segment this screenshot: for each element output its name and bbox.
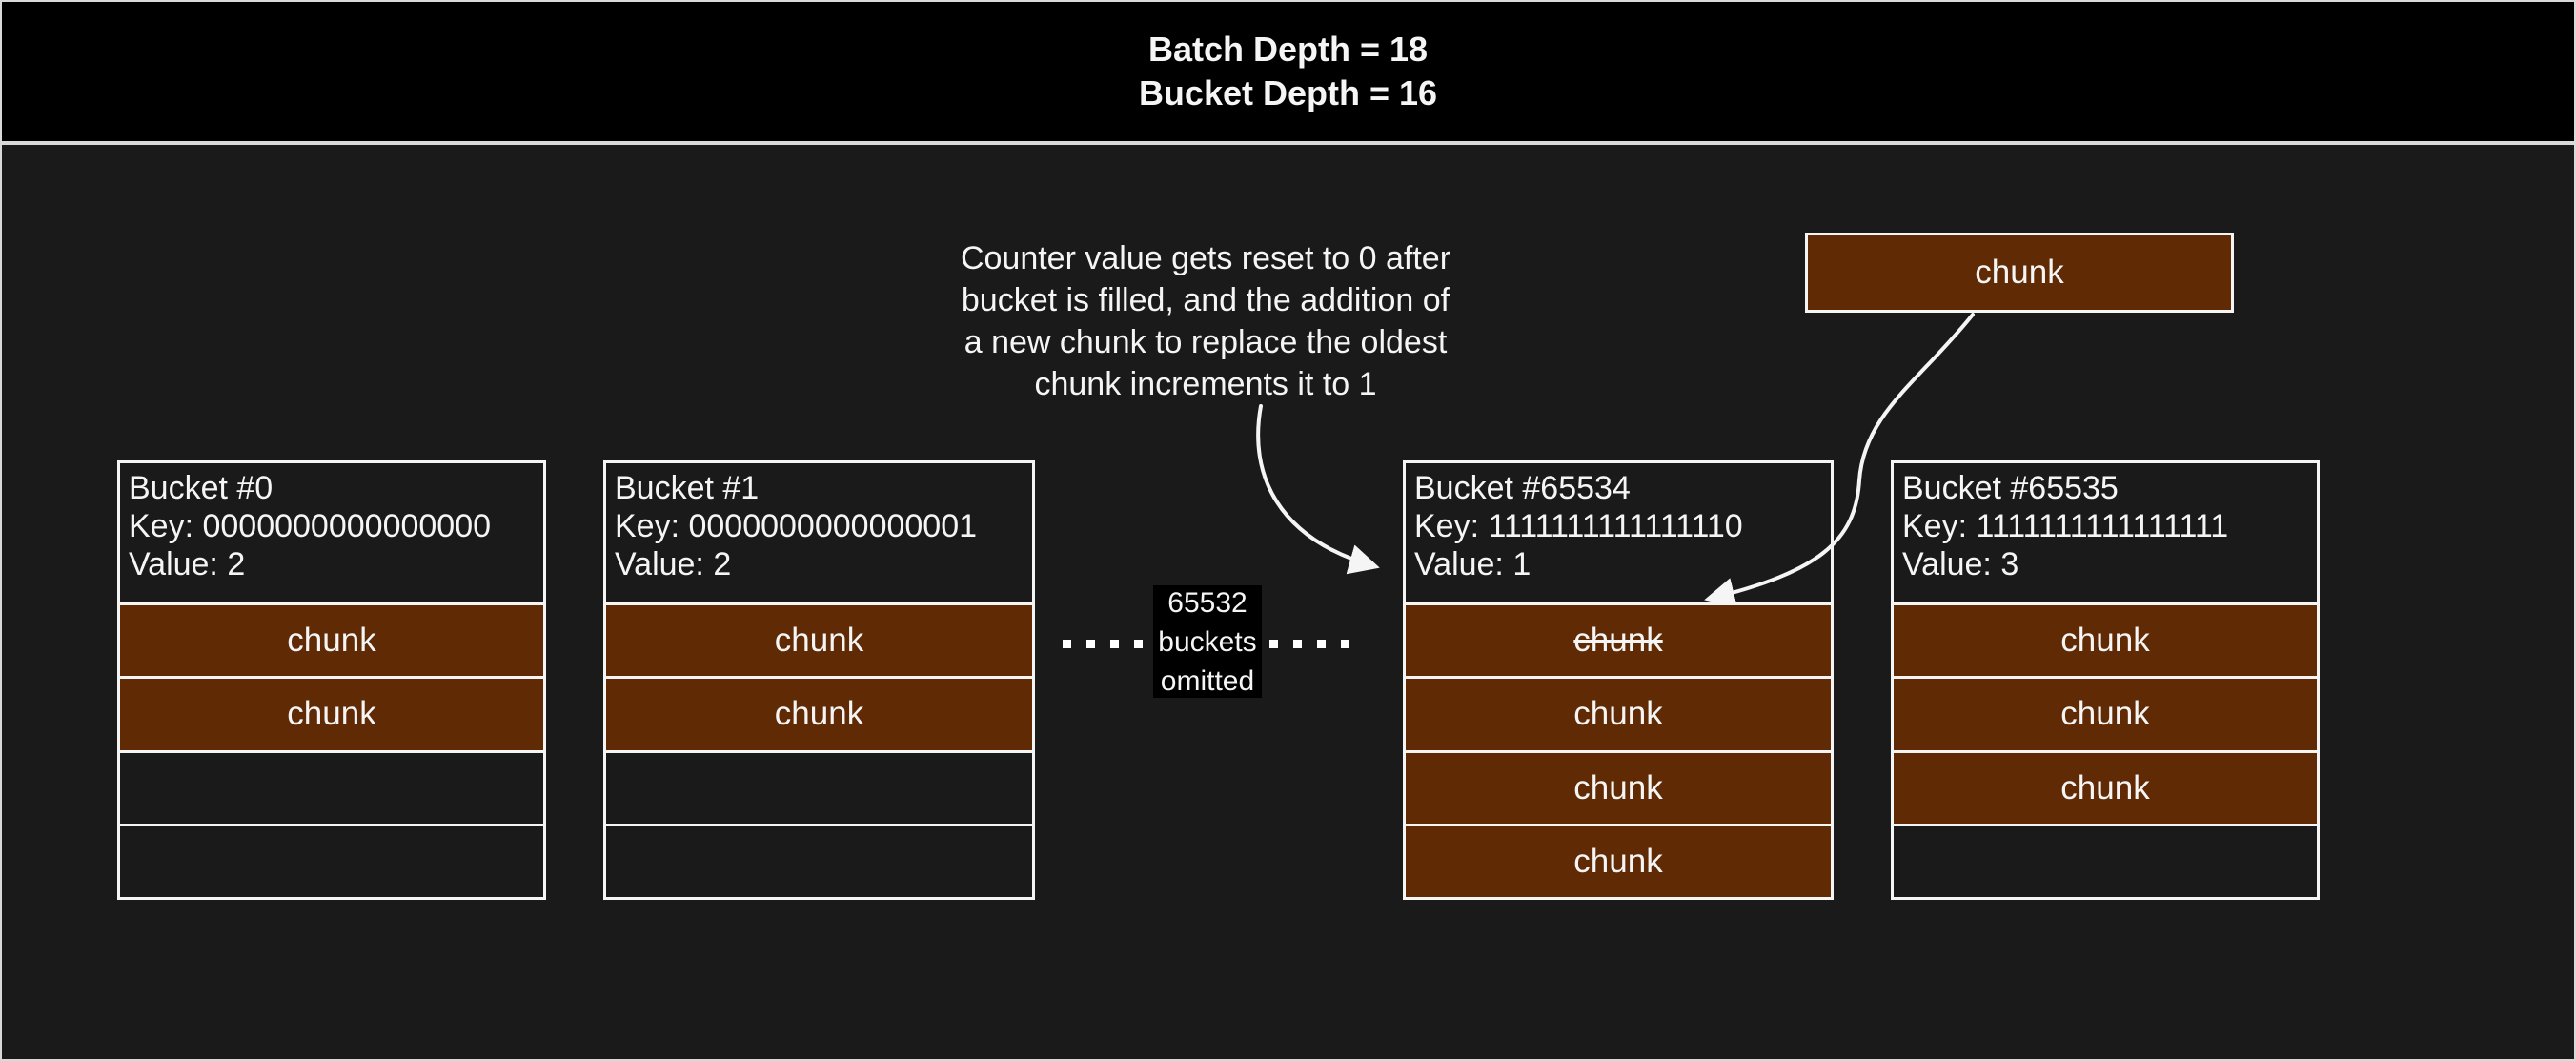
chunk-label: chunk [1573,768,1663,806]
chunk-slot-empty [120,823,543,897]
chunk-label: chunk [2060,768,2150,806]
chunk-label: chunk [287,695,376,733]
bucket-header: Bucket #65534 Key: 1111111111111110 Valu… [1406,463,1831,602]
bucket-key: Key: 0000000000000000 [129,508,492,544]
bucket-value: Value: 2 [129,546,246,582]
annotation-note: Counter value gets reset to 0 after buck… [910,237,1501,405]
omitted-buckets-label: 65532 buckets omitted [1153,585,1262,698]
chunk-slot-empty [1894,823,2317,897]
chunk-slot-empty [606,823,1032,897]
chunk-slot: chunk [1894,676,2317,750]
chunk-label: chunk [2060,695,2150,733]
omitted-line: omitted [1160,664,1255,697]
bucket-key: Key: 1111111111111110 [1414,508,1743,544]
incoming-chunk-box: chunk [1805,233,2234,313]
chunk-slot-empty [120,749,543,824]
annotation-arrow [1256,404,1380,575]
bucket-key: Key: 0000000000000001 [615,508,978,544]
chunk-label: chunk [1975,254,2064,291]
chunk-label: chunk [1573,842,1663,880]
annotation-line: chunk increments it to 1 [1034,366,1377,402]
batch-depth-label: Batch Depth = 18 [1147,30,1429,69]
chunk-label: chunk [1573,695,1663,733]
ellipsis-dot [1269,640,1278,648]
ellipsis-dot [1110,640,1119,648]
bucket-value: Value: 2 [615,546,732,582]
bucket-value: Value: 1 [1414,546,1531,582]
chunk-slot-empty [606,749,1032,824]
chunk-slot: chunk [1406,749,1831,824]
bucket-1: Bucket #1 Key: 0000000000000001 Value: 2… [603,460,1035,900]
ellipsis-dot [1063,640,1071,648]
bucket-header: Bucket #65535 Key: 1111111111111111 Valu… [1894,463,2317,602]
chunk-slot: chunk [1894,602,2317,677]
chunk-slot: chunk [606,676,1032,750]
title-bar: Batch Depth = 18 Bucket Depth = 16 [2,2,2574,145]
bucket-65534: Bucket #65534 Key: 1111111111111110 Valu… [1403,460,1834,900]
omitted-line: buckets [1158,625,1257,658]
chunk-label: chunk [287,622,376,660]
bucket-title: Bucket #1 [615,470,760,506]
chunk-slot: chunk [1894,749,2317,824]
ellipsis-dot [1317,640,1326,648]
omitted-line: 65532 [1167,586,1247,619]
chunk-label: chunk [774,695,864,733]
bucket-header: Bucket #0 Key: 0000000000000000 Value: 2 [120,463,543,602]
bucket-65535: Bucket #65535 Key: 1111111111111111 Valu… [1891,460,2320,900]
chunk-slot: chunk [1406,676,1831,750]
bucket-header: Bucket #1 Key: 0000000000000001 Value: 2 [606,463,1032,602]
chunk-label-strikethrough: chunk [1573,622,1663,660]
bucket-depth-label: Bucket Depth = 16 [1138,73,1438,112]
chunk-label: chunk [774,622,864,660]
bucket-title: Bucket #65534 [1414,470,1631,506]
ellipsis-dot [1134,640,1143,648]
chunk-slot: chunk [120,676,543,750]
ellipsis-dot [1293,640,1302,648]
chunk-label: chunk [2060,622,2150,660]
annotation-line: a new chunk to replace the oldest [963,324,1448,360]
ellipsis-dots-left [1063,640,1143,648]
chunk-slot-struck: chunk [1406,602,1831,677]
annotation-line: bucket is filled, and the addition of [961,282,1450,318]
ellipsis-dot [1086,640,1095,648]
ellipsis-dots-right [1269,640,1349,648]
annotation-line: Counter value gets reset to 0 after [960,240,1451,276]
bucket-key: Key: 1111111111111111 [1902,508,2229,544]
bucket-title: Bucket #0 [129,470,274,506]
bucket-0: Bucket #0 Key: 0000000000000000 Value: 2… [117,460,546,900]
bucket-value: Value: 3 [1902,546,2019,582]
chunk-slot: chunk [120,602,543,677]
bucket-title: Bucket #65535 [1902,470,2119,506]
chunk-slot: chunk [1406,823,1831,897]
chunk-slot: chunk [606,602,1032,677]
ellipsis-dot [1341,640,1349,648]
